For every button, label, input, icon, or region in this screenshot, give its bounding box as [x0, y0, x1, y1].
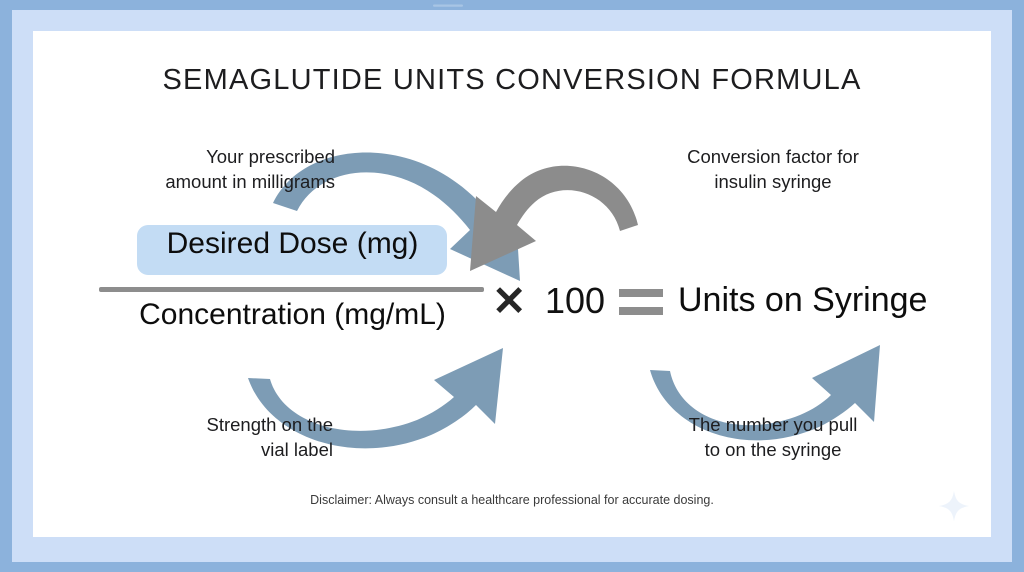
- fraction-numerator-wrap: Desired Dose (mg): [95, 221, 490, 283]
- sparkle-icon: [938, 490, 970, 522]
- fraction-bar: [99, 287, 484, 292]
- fraction-numerator: Desired Dose (mg): [166, 227, 419, 260]
- annotation-bottom-left: Strength on the vial label: [206, 414, 333, 460]
- page-title: SEMAGLUTIDE UNITS CONVERSION FORMULA: [162, 64, 862, 96]
- disclaimer-text: Disclaimer: Always consult a healthcare …: [310, 493, 714, 507]
- numerator-highlight: [137, 225, 447, 275]
- equals-operator: [619, 289, 663, 319]
- annotation-bottom-right: The number you pull to on the syringe: [688, 414, 858, 460]
- top-edge-mark: [433, 4, 463, 7]
- annotation-top-left: Your prescribed amount in milligrams: [165, 146, 335, 192]
- dose-fraction: Desired Dose (mg) Concentration (mg/mL): [95, 221, 490, 331]
- multiplication-operator: ✕: [492, 278, 527, 324]
- conversion-factor-value: 100: [545, 280, 606, 321]
- annotation-top-right: Conversion factor for insulin syringe: [687, 146, 859, 192]
- content-card: SEMAGLUTIDE UNITS CONVERSION FORMULA You…: [33, 31, 991, 537]
- result-label: Units on Syringe: [678, 281, 928, 319]
- conversion-equation: Desired Dose (mg) Concentration (mg/mL) …: [33, 221, 991, 361]
- fraction-denominator: Concentration (mg/mL): [139, 298, 446, 331]
